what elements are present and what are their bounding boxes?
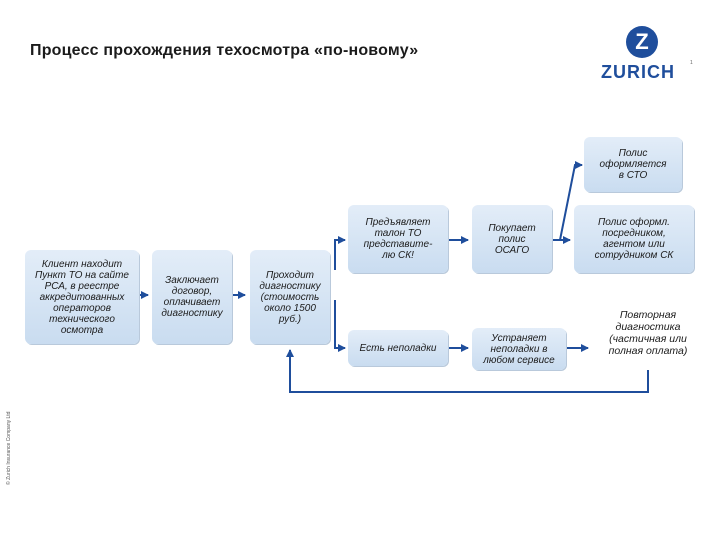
arrow-buy-sto [559, 161, 583, 241]
node-present-coupon: Предъявляет талон ТО представите- лю СК! [348, 205, 448, 273]
node-buy-policy: Покупает полис ОСАГО [472, 205, 552, 273]
arrow-diagnostics-coupon [334, 236, 346, 270]
node-fix-faults: Устраняет неполадки в любом сервисе [472, 328, 566, 370]
node-policy-sto: Полис оформляется в СТО [584, 137, 682, 192]
page-number: 1 [690, 60, 693, 66]
node-diagnostics: Проходит диагностику (стоимость около 15… [250, 250, 330, 344]
node-diagnostics-label: Проходит диагностику (стоимость около 15… [259, 269, 321, 325]
node-faults: Есть неполадки [348, 330, 448, 366]
node-contract: Заключает договор, оплачивает диагностик… [152, 250, 232, 344]
node-policy-agent: Полис оформл. посредником, агентом или с… [574, 205, 694, 273]
node-policy-agent-label: Полис оформл. посредником, агентом или с… [594, 217, 674, 261]
node-present-coupon-label: Предъявляет талон ТО представите- лю СК! [363, 217, 433, 261]
arrow-diagnostics-faults [334, 300, 346, 352]
node-contract-label: Заключает договор, оплачивает диагностик… [161, 275, 223, 319]
arrow-repeat-back [286, 349, 649, 393]
zurich-logo-text: ZURICH [601, 62, 675, 82]
zurich-logo-icon: Z [626, 26, 658, 58]
node-buy-policy-label: Покупает полис ОСАГО [488, 222, 536, 256]
node-repeat-diag-label: Повторная диагностика (частичная или пол… [608, 309, 688, 357]
page-title: Процесс прохождения техосмотра «по-новом… [30, 42, 419, 59]
node-policy-sto-label: Полис оформляется в СТО [599, 148, 667, 181]
node-client-label: Клиент находит Пункт ТО на сайте РСА, в … [35, 258, 129, 336]
node-fix-faults-label: Устраняет неполадки в любом сервисе [483, 332, 555, 366]
node-repeat-diag: Повторная диагностика (частичная или пол… [592, 298, 704, 368]
node-client: Клиент находит Пункт ТО на сайте РСА, в … [25, 250, 139, 344]
node-faults-label: Есть неполадки [359, 342, 437, 354]
